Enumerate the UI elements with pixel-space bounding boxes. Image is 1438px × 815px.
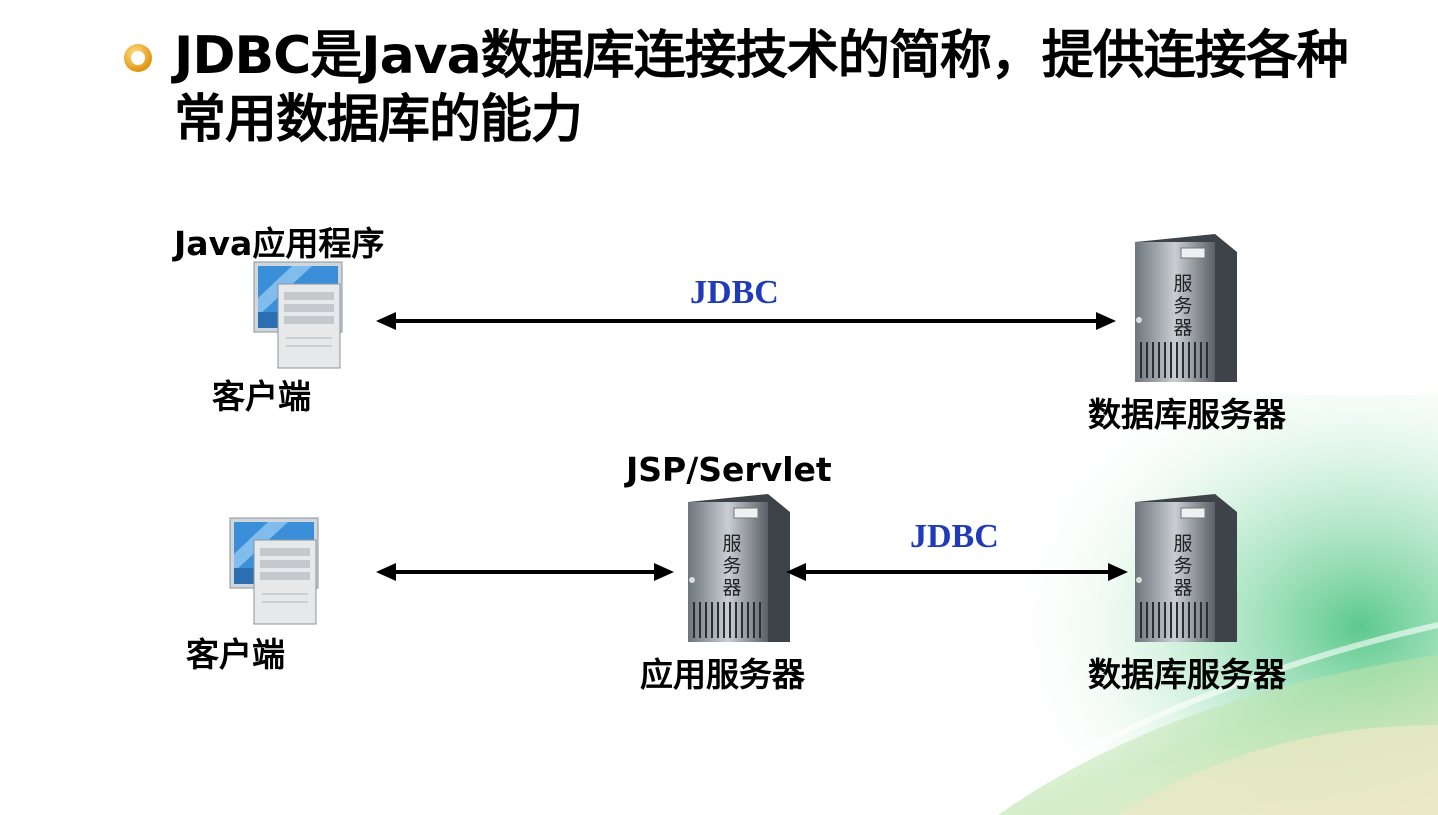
jdbc-arrow (376, 312, 1116, 330)
server-text-2: 务 (1173, 555, 1192, 577)
database-server-icon: 服 务 器 (1135, 234, 1237, 382)
jdbc-arrow-2 (786, 563, 1128, 581)
server-text-2: 务 (1173, 295, 1192, 317)
page-title: JDBC是Java数据库连接技术的简称，提供连接各种常用数据库的能力 (174, 26, 1349, 150)
title-block: JDBC是Java数据库连接技术的简称，提供连接各种常用数据库的能力 (122, 24, 1372, 152)
server-text-1: 服 (722, 533, 741, 555)
server-text-1: 服 (1173, 533, 1192, 555)
client-appserver-arrow (376, 563, 674, 581)
jsp-servlet-label: JSP/Servlet (626, 450, 832, 489)
database-server-icon-2: 服 务 器 (1135, 494, 1237, 642)
client-label: 客户端 (212, 377, 311, 416)
server-text-3: 器 (722, 577, 741, 599)
server-text-3: 器 (1173, 317, 1192, 339)
app-server-label: 应用服务器 (640, 655, 805, 694)
bullet-icon (124, 44, 152, 72)
server-text-2: 务 (722, 555, 741, 577)
server-text-3: 器 (1173, 577, 1192, 599)
app-server-icon: 服 务 器 (688, 494, 790, 642)
db-server-label: 数据库服务器 (1088, 395, 1286, 434)
db-server-label-2: 数据库服务器 (1088, 655, 1286, 694)
jdbc-label: JDBC (690, 274, 779, 311)
java-app-label: Java应用程序 (174, 224, 385, 263)
jdbc-label-2: JDBC (910, 518, 999, 555)
client-label-2: 客户端 (186, 635, 285, 674)
client-computer-icon-2 (229, 517, 319, 625)
background-decoration (918, 395, 1438, 815)
server-text-1: 服 (1173, 273, 1192, 295)
client-computer-icon (253, 261, 343, 369)
